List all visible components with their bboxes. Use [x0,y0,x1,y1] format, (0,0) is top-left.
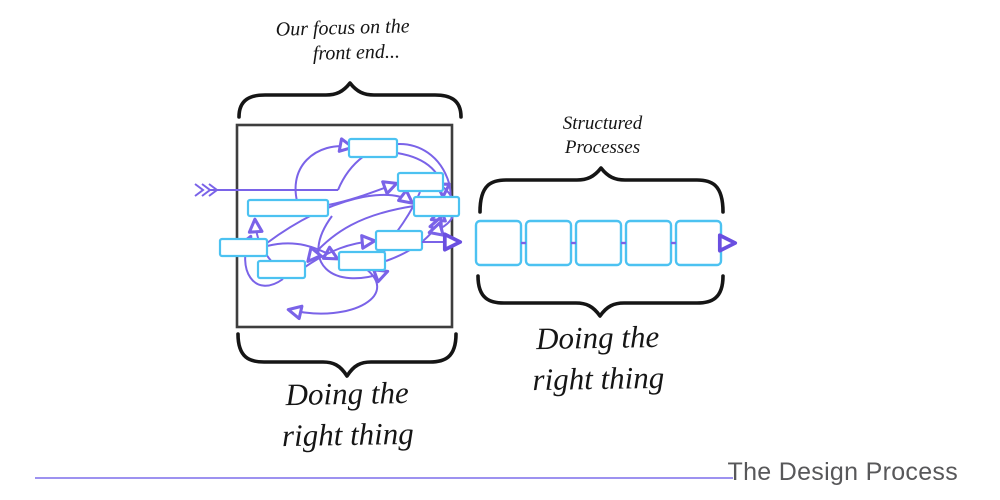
structured-step-box [524,219,573,267]
flow-arrow [306,205,415,263]
fuzzy-front-end-frame [235,123,454,329]
front-end-focus-label: Our focus on the front end... [226,13,459,69]
fuzzy-process-box [347,137,399,159]
fuzzy-process-box [256,259,307,280]
structured-caption-line2: right thing [532,359,665,398]
flow-entry-arrow [194,183,338,197]
fuzzy-caption: Doing the right thing [224,371,470,457]
structured-step-box [674,219,723,267]
structured-processes-label: Structured Processes [505,112,700,160]
flow-arrow [304,234,377,268]
brace-under-structured [476,274,725,318]
flow-arrow [266,188,414,244]
structured-processes-line2: Processes [564,137,641,158]
fuzzy-process-box [246,198,330,218]
footer-title: The Design Process [727,458,958,486]
fuzzy-caption-line1: Doing the [285,374,410,413]
flow-arrow [327,180,399,206]
flow-arrow [317,215,390,284]
structured-step-box [574,219,623,267]
structured-caption: Doing the right thing [477,315,718,401]
structured-step-box [474,219,523,267]
flow-arrow [294,137,355,212]
chevron-right-icon [194,183,205,197]
fuzzy-process-box [396,171,445,193]
structured-process-row [474,219,738,267]
fuzzy-process-boxes [218,137,461,280]
fuzzy-process-box [337,250,387,272]
brace-over-structured [478,166,725,214]
structured-processes-line1: Structured [562,113,643,134]
fuzzy-process-box [218,237,269,258]
fuzzy-process-box [412,195,461,218]
structured-caption-line1: Doing the [535,318,660,357]
fuzzy-process-box [374,229,424,252]
brace-under-fuzzy [236,332,458,378]
brace-over-fuzzy [237,81,463,119]
flow-arrow [266,242,340,261]
tangled-flow-arrows [238,137,456,321]
fuzzy-caption-line2: right thing [281,415,415,454]
structured-step-box [624,219,673,267]
